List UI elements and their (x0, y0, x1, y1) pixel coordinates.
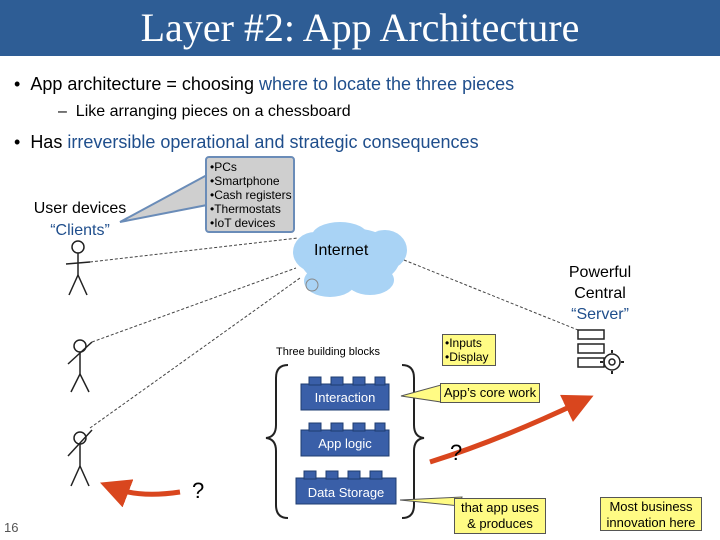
page-number: 16 (4, 520, 19, 535)
question-mark-right: ? (450, 440, 463, 465)
app-uses-pointer (399, 496, 463, 507)
lego-block-interaction-icon (300, 376, 390, 411)
user-figure-2-icon (67, 339, 93, 393)
connection-lines (89, 237, 579, 429)
bullet-1-highlight: where to locate the three pieces (258, 74, 515, 94)
right-brace (401, 364, 425, 519)
core-work-box: App’s core work (440, 383, 540, 403)
block-label-app-logic: App logic (318, 436, 372, 451)
sub-bullet-1: – Like arranging pieces on a chessboard (58, 103, 351, 120)
arrow-to-server-icon (429, 394, 594, 465)
app-uses-box: that app uses & produces (454, 498, 546, 534)
device-item: •Thermostats (210, 202, 281, 216)
bullet-2: • Has irreversible operational and strat… (14, 132, 479, 152)
bullet-2-text: Has (30, 132, 68, 152)
bullet-1-text: App architecture = choosing (30, 74, 259, 94)
internet-label: Internet (314, 242, 369, 259)
slide-title: Layer #2: App Architecture (140, 5, 580, 50)
device-list-callout: •PCs •Smartphone •Cash registers •Thermo… (205, 156, 295, 233)
lego-block-data-storage-icon (295, 470, 397, 505)
title-bar (0, 0, 720, 56)
device-item: •PCs (210, 160, 237, 174)
user-devices-label: User devices “Clients” (20, 198, 140, 242)
sub-bullet-1-text: Like arranging pieces on a chessboard (75, 103, 351, 120)
arrow-to-clients-icon (99, 479, 181, 508)
question-mark-left: ? (192, 478, 205, 503)
lego-block-app-logic-icon (300, 422, 390, 457)
server-icon (577, 329, 624, 374)
io-box: •Inputs •Display (442, 334, 496, 366)
internet-cloud-icon (293, 222, 407, 297)
block-label-interaction: Interaction (314, 390, 376, 405)
clients-label: “Clients” (50, 222, 110, 239)
user-figure-3-icon (67, 429, 93, 487)
block-label-data-storage: Data Storage (307, 485, 385, 500)
business-innovation-box: Most business innovation here (600, 497, 702, 531)
server-label: Powerful Central “Server” (568, 264, 632, 323)
blocks-title: Three building blocks (276, 346, 380, 358)
device-item: •IoT devices (210, 216, 276, 230)
left-brace (265, 364, 289, 519)
user-figure-1-icon (65, 240, 91, 296)
device-item: •Smartphone (210, 174, 280, 188)
bullet-1: • App architecture = choosing where to l… (14, 74, 515, 94)
device-item: •Cash registers (210, 188, 292, 202)
bullet-2-highlight: irreversible operational and strategic c… (67, 132, 479, 152)
core-work-pointer (400, 384, 442, 403)
